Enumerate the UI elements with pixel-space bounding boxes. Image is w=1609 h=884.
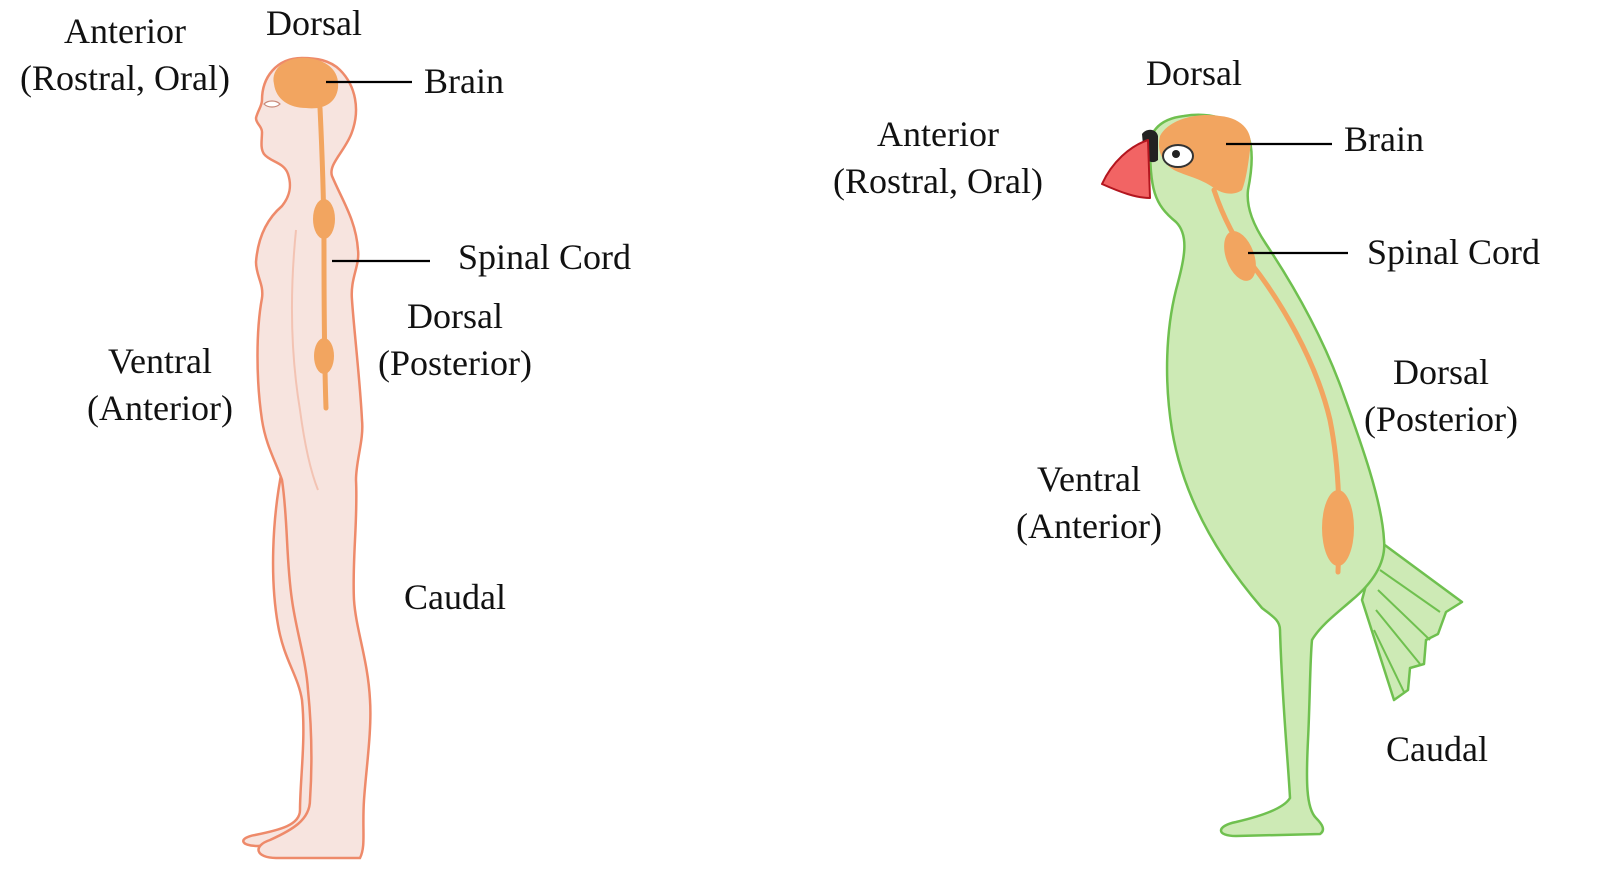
bird-ventral-anterior-label-line2: (Anterior) — [1016, 506, 1162, 546]
human-brain-label: Brain — [424, 61, 504, 101]
human-anterior-label-line1: Anterior — [64, 11, 186, 51]
bird-spinal-cord-label: Spinal Cord — [1367, 232, 1540, 272]
bird-anterior-label-line2: (Rostral, Oral) — [833, 161, 1043, 201]
human-dorsal-posterior-label-line1: Dorsal — [407, 296, 503, 336]
bird-beak — [1102, 140, 1150, 198]
bird-brain-label: Brain — [1344, 119, 1424, 159]
human-figure — [243, 58, 430, 858]
human-cervical-enlargement — [313, 199, 335, 239]
bird-ventral-anterior-label-line1: Ventral — [1037, 459, 1141, 499]
bird-dorsal-posterior-label-line1: Dorsal — [1393, 352, 1489, 392]
bird-dorsal-top-label: Dorsal — [1146, 53, 1242, 93]
bird-figure — [1102, 115, 1462, 836]
human-dorsal-posterior-label-line2: (Posterior) — [378, 343, 532, 383]
human-spinal-cord-label: Spinal Cord — [458, 237, 631, 277]
human-caudal-label: Caudal — [404, 577, 506, 617]
human-dorsal-top-label: Dorsal — [266, 3, 362, 43]
human-lumbar-enlargement — [314, 338, 334, 374]
human-ventral-anterior-label-line1: Ventral — [108, 341, 212, 381]
bird-body-silhouette — [1150, 115, 1384, 836]
bird-dorsal-posterior-label-line2: (Posterior) — [1364, 399, 1518, 439]
human-anterior-label-line2: (Rostral, Oral) — [20, 58, 230, 98]
bird-pupil — [1172, 150, 1180, 158]
bird-caudal-label: Caudal — [1386, 729, 1488, 769]
bird-lumbar-enlargement — [1322, 490, 1354, 566]
human-body-silhouette — [256, 58, 370, 858]
bird-anterior-label-line1: Anterior — [877, 114, 999, 154]
human-ventral-anterior-label-line2: (Anterior) — [87, 388, 233, 428]
human-eye-icon — [264, 101, 280, 107]
